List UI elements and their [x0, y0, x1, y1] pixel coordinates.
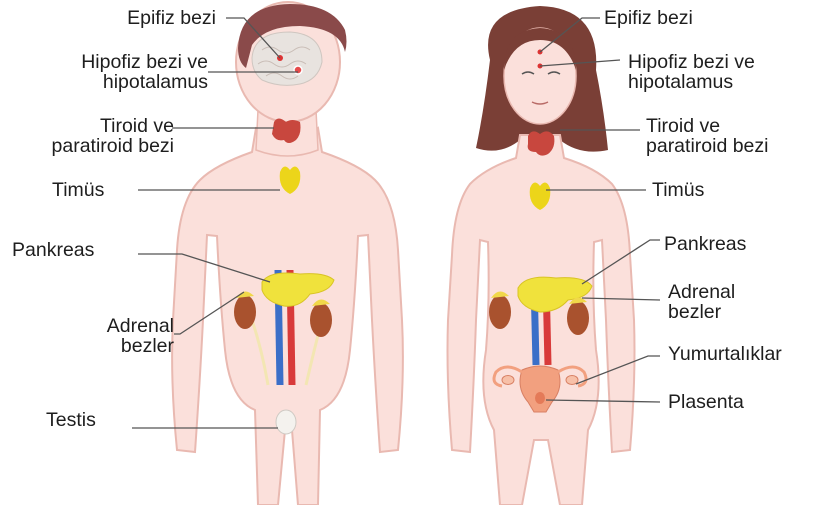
label-male-pituitary: Hipofiz bezi ve hipotalamus: [81, 52, 208, 92]
label-female-thymus: Timüs: [652, 180, 704, 200]
label-text: Epifiz bezi: [127, 8, 216, 28]
female-kidney-right: [567, 301, 589, 335]
label-text-line2: bezler: [107, 336, 174, 356]
female-ovary-left: [502, 376, 514, 385]
label-female-placenta: Plasenta: [668, 392, 744, 412]
label-text: Yumurtalıklar: [668, 344, 782, 364]
female-kidney-left: [489, 295, 511, 329]
male-testis: [276, 410, 296, 434]
label-text-line1: Tiroid ve: [52, 116, 174, 136]
label-text: Pankreas: [664, 234, 746, 254]
female-ovary-right: [566, 376, 578, 385]
label-text: Epifiz bezi: [604, 8, 693, 28]
label-female-thyroid: Tiroid ve paratiroid bezi: [646, 116, 768, 156]
label-text-line2: hipotalamus: [81, 72, 208, 92]
label-text-line2: bezler: [668, 302, 735, 322]
label-text-line2: paratiroid bezi: [52, 136, 174, 156]
label-male-thyroid: Tiroid ve paratiroid bezi: [52, 116, 174, 156]
label-text-line2: paratiroid bezi: [646, 136, 768, 156]
label-text-line1: Hipofiz bezi ve: [81, 52, 208, 72]
label-text-line1: Adrenal: [107, 316, 174, 336]
label-male-pancreas: Pankreas: [12, 240, 94, 260]
label-text-line1: Adrenal: [668, 282, 735, 302]
label-female-ovaries: Yumurtalıklar: [668, 344, 782, 364]
label-male-adrenal: Adrenal bezler: [107, 316, 174, 356]
label-female-adrenal: Adrenal bezler: [668, 282, 735, 322]
female-placenta-dot: [535, 392, 545, 404]
male-kidney-left: [234, 295, 256, 329]
label-text: Testis: [46, 410, 96, 430]
label-text-line1: Hipofiz bezi ve: [628, 52, 755, 72]
label-text: Pankreas: [12, 240, 94, 260]
label-text: Timüs: [652, 180, 704, 200]
male-pituitary-dot: [294, 66, 302, 74]
label-female-pancreas: Pankreas: [664, 234, 746, 254]
label-text-line2: hipotalamus: [628, 72, 755, 92]
label-text: Timüs: [52, 180, 104, 200]
label-female-pineal: Epifiz bezi: [604, 8, 693, 28]
male-kidney-right: [310, 303, 332, 337]
label-male-pineal: Epifiz bezi: [127, 8, 216, 28]
label-text-line1: Tiroid ve: [646, 116, 768, 136]
label-male-testis: Testis: [46, 410, 96, 430]
label-female-pituitary: Hipofiz bezi ve hipotalamus: [628, 52, 755, 92]
male-brain: [252, 32, 322, 85]
label-text: Plasenta: [668, 392, 744, 412]
female-figure: [448, 6, 635, 505]
label-male-thymus: Timüs: [52, 180, 104, 200]
